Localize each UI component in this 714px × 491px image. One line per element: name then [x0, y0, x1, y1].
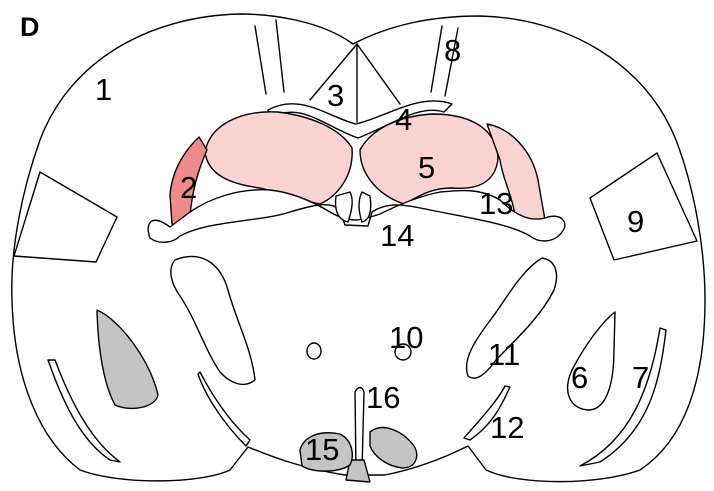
region-16-midline — [355, 388, 364, 471]
label-4: 4 — [395, 102, 412, 137]
label-11: 11 — [488, 337, 520, 372]
label-14: 14 — [380, 218, 414, 253]
label-8: 8 — [444, 33, 461, 68]
label-2: 2 — [180, 170, 197, 205]
label-5: 5 — [418, 150, 435, 185]
label-13: 13 — [479, 186, 513, 221]
label-12: 12 — [490, 410, 524, 445]
label-1: 1 — [95, 72, 112, 107]
label-3: 3 — [327, 78, 344, 113]
label-7: 7 — [632, 360, 649, 395]
label-16: 16 — [366, 380, 400, 415]
region-14-structure-right — [359, 192, 371, 222]
region-10-left-ventricle — [307, 343, 321, 359]
label-10: 10 — [389, 320, 423, 355]
label-9: 9 — [627, 204, 644, 239]
label-15: 15 — [305, 432, 339, 467]
label-6: 6 — [571, 360, 588, 395]
panel-letter: D — [20, 12, 40, 42]
